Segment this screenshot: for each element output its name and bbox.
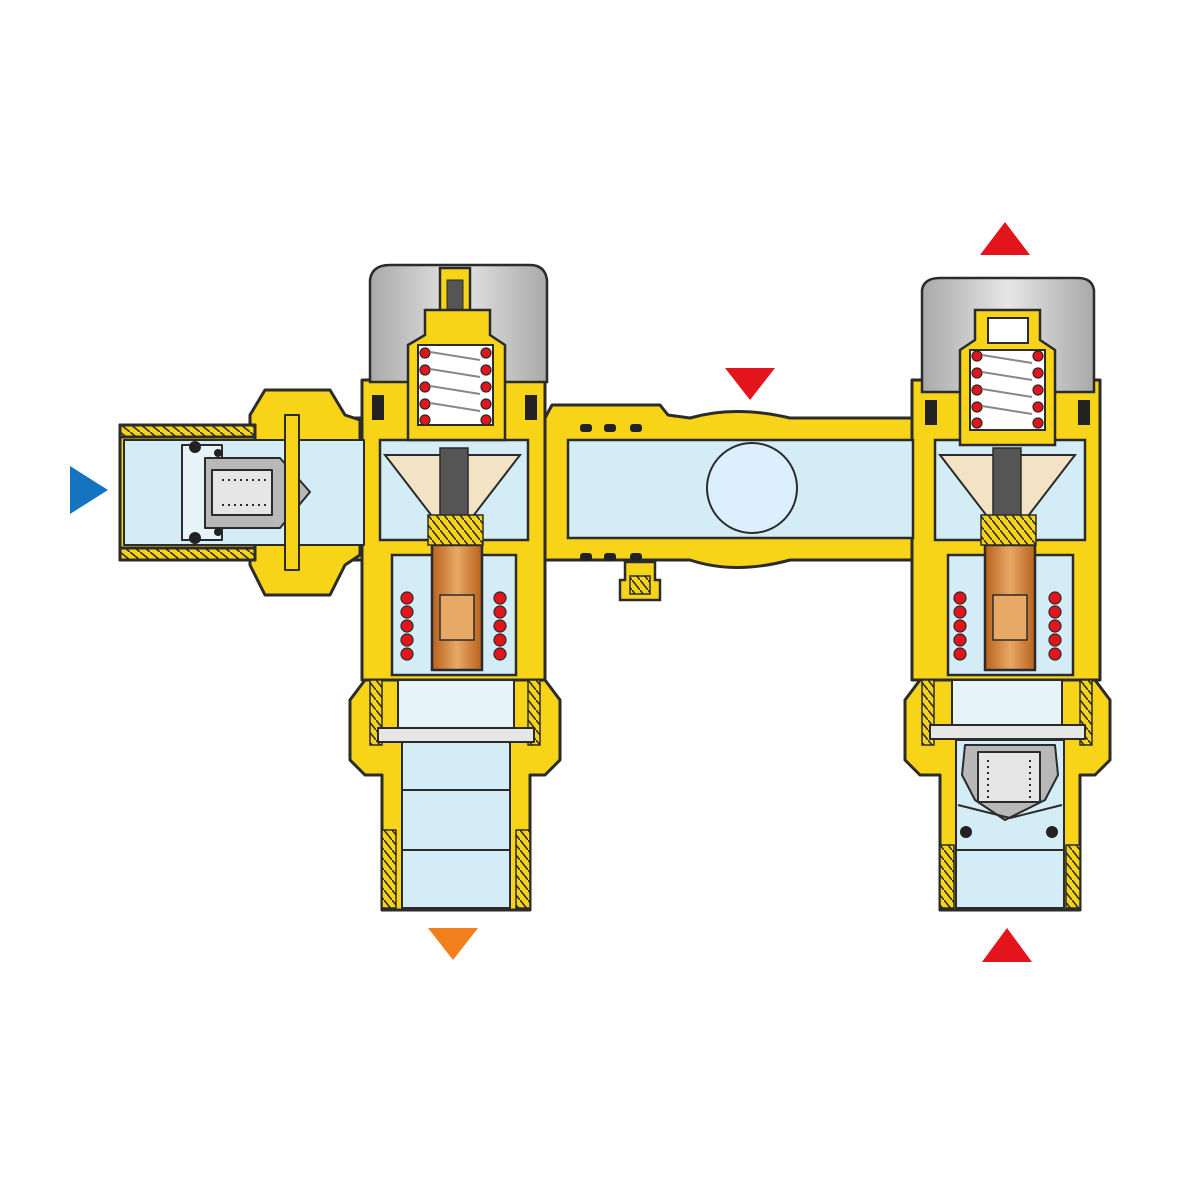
crossover-pipe [566,424,915,602]
adjustment-knob-right [920,276,1096,447]
hot-inlet-arrow-mid [725,368,775,400]
hot-inlet-fitting [903,678,1112,912]
adjustment-knob-left [368,263,549,442]
left-inlet-fitting [118,388,365,597]
flow-arrows [70,222,1032,962]
stem-right [992,447,1022,519]
port-opening [706,442,798,534]
check-valve-inlet [181,414,311,571]
pipe-seals [580,424,642,561]
cold-inlet-arrow [70,466,108,514]
compression-spring-right [971,350,1044,429]
thermostatic-cartridge-left [378,438,530,677]
mixed-outlet-fitting [348,678,562,912]
drain-plug [618,560,662,602]
stem-left [439,447,469,519]
mixed-outlet-arrow [428,928,478,960]
return-spring-right [953,591,1062,661]
compression-spring-left [419,347,492,426]
hot-inlet-arrow-bottom [982,928,1032,962]
check-valve-outlet [957,744,1063,838]
hot-outlet-arrow-top [980,222,1030,255]
return-spring-left [400,591,507,661]
thermostatic-cartridge-right [933,438,1087,677]
